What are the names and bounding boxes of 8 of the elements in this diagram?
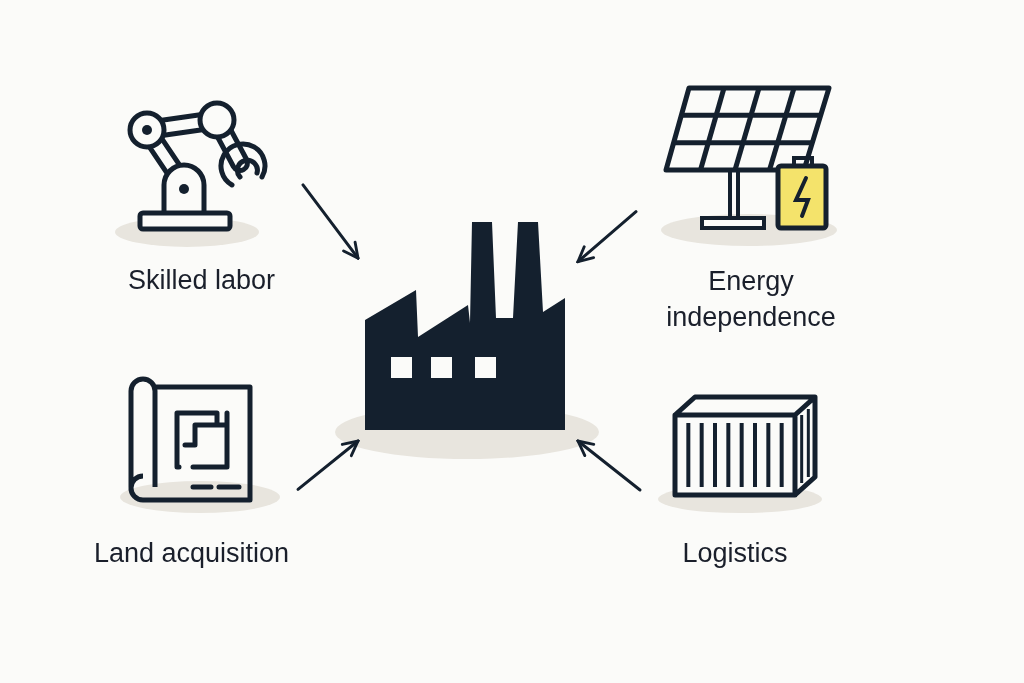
arrow	[301, 183, 360, 260]
node-label: Energy independence	[665, 265, 837, 334]
arrow	[576, 439, 642, 492]
node-label: Logistics	[681, 537, 789, 570]
arrow	[296, 439, 360, 491]
node-label: Skilled labor	[126, 264, 277, 297]
arrow	[576, 210, 638, 264]
node-label: Land acquisition	[92, 537, 291, 570]
